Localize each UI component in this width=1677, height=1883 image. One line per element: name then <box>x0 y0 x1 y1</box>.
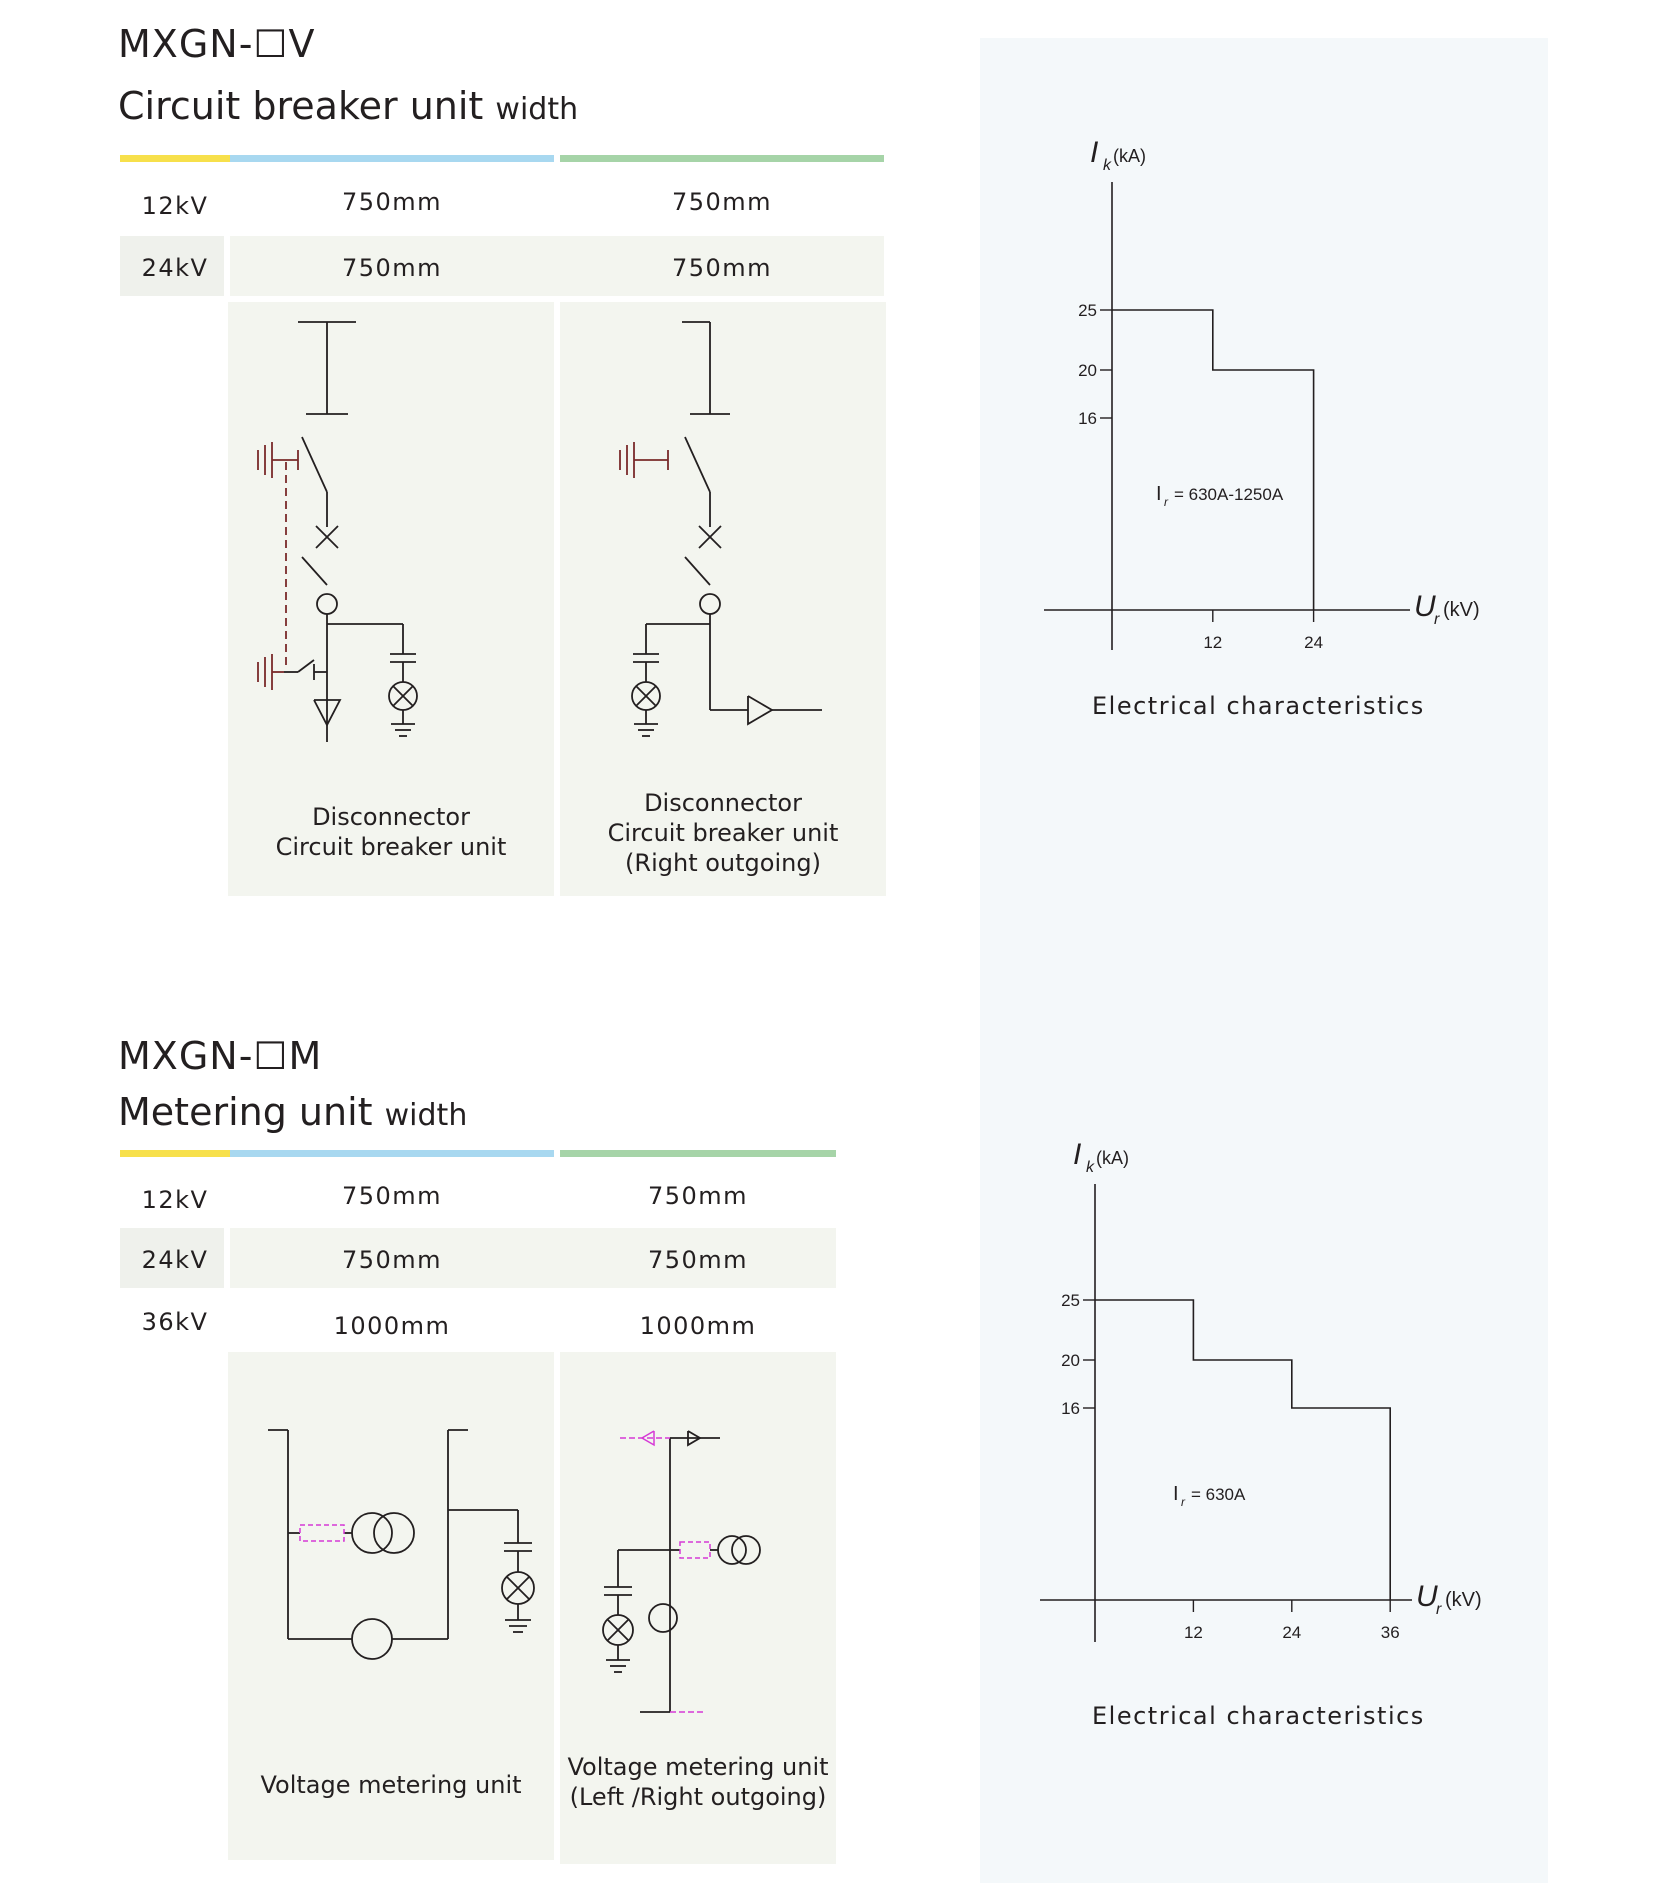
x-tick-label: 24 <box>1282 1623 1301 1642</box>
section1-model: MXGN-☐V <box>118 22 316 66</box>
disconnector-circuit-breaker-diagram <box>257 321 418 742</box>
x-axis-label-unit: (kV) <box>1443 599 1480 621</box>
x-axis-label-unit: (kV) <box>1445 1589 1482 1611</box>
y-tick-label: 16 <box>1061 1399 1080 1418</box>
chart1-caption: Electrical characteristics <box>1092 692 1425 720</box>
s1-row1-col1: 750mm <box>341 188 443 216</box>
s1-row2-voltage: 24kV <box>141 254 209 282</box>
y-tick-label: 25 <box>1061 1291 1080 1310</box>
caption-line: Voltage metering unit <box>260 1771 522 1799</box>
s1-row2-col1: 750mm <box>341 254 443 282</box>
section2-title-suffix: width <box>384 1098 468 1133</box>
s2-unit2-caption: Voltage metering unit (Left /Right outgo… <box>560 1752 836 1812</box>
characteristic-line <box>1112 309 1315 610</box>
s1-unit2-panel <box>560 302 886 896</box>
annotation-text: = 630A <box>1191 1485 1246 1504</box>
color-bar-yellow <box>120 155 230 162</box>
annotation-main: I <box>1156 483 1162 505</box>
y-tick-label: 25 <box>1078 301 1097 320</box>
color-bar-yellow <box>120 1150 230 1157</box>
color-bar-blue <box>230 155 554 162</box>
s2-row2-bg <box>120 1228 224 1288</box>
caption-line: (Right outgoing) <box>625 849 821 877</box>
s1-row1-col2: 750mm <box>671 188 773 216</box>
y-tick-label: 20 <box>1061 1351 1080 1370</box>
characteristics-panel <box>980 38 1548 1883</box>
y-tick-label: 16 <box>1078 409 1097 428</box>
annotation-sub: r <box>1181 1495 1186 1509</box>
caption-line: Disconnector <box>312 803 470 831</box>
chart2-caption: Electrical characteristics <box>1092 1702 1425 1730</box>
y-axis-label-unit: (kA) <box>1096 1148 1129 1168</box>
color-bar-blue <box>230 1150 554 1157</box>
x-tick-label: 12 <box>1184 1623 1203 1642</box>
disconnector-circuit-breaker-right-outgoing-diagram <box>619 321 822 737</box>
x-tick-label: 12 <box>1203 633 1222 650</box>
s2-row2-bg-data <box>230 1228 836 1288</box>
s1-unit1-panel <box>228 302 554 896</box>
s2-unit1-panel <box>228 1352 554 1860</box>
x-axis-label-main: U <box>1414 590 1436 623</box>
s1-row2-bg <box>120 236 224 296</box>
caption-line: Circuit breaker unit <box>607 819 839 847</box>
s1-unit2-caption: Disconnector Circuit breaker unit (Right… <box>560 788 886 878</box>
caption-line: Disconnector <box>644 789 802 817</box>
section2-title-main: Metering unit <box>118 1090 373 1134</box>
s2-row1-voltage: 12kV <box>141 1186 209 1214</box>
characteristic-line <box>1095 1299 1392 1600</box>
s1-row1-voltage: 12kV <box>141 192 209 220</box>
s2-row1-col1: 750mm <box>341 1182 443 1210</box>
s2-unit2-panel <box>560 1352 836 1864</box>
x-tick-label: 36 <box>1381 1623 1400 1642</box>
annotation-main: I <box>1173 1483 1179 1505</box>
y-axis-label-unit: (kA) <box>1113 146 1146 166</box>
y-tick-label: 20 <box>1078 361 1097 380</box>
x-axis-label-sub: r <box>1434 611 1440 628</box>
y-axis-label-sub: k <box>1103 157 1112 174</box>
s2-row1-col2: 750mm <box>647 1182 749 1210</box>
voltage-metering-left-right-outgoing-diagram <box>602 1430 761 1713</box>
s2-row3-col2: 1000mm <box>639 1312 757 1340</box>
x-axis-label-sub: r <box>1436 1601 1442 1618</box>
s2-row2-col1: 750mm <box>341 1246 443 1274</box>
annotation-text: = 630A-1250A <box>1174 485 1284 504</box>
s1-row2-bg-data <box>230 236 884 296</box>
caption-line: (Left /Right outgoing) <box>569 1783 827 1811</box>
caption-line: Circuit breaker unit <box>275 833 507 861</box>
section1-title: Circuit breaker unit width <box>118 84 578 128</box>
section1-title-suffix: width <box>495 92 579 127</box>
y-axis-label-main: I <box>1090 136 1098 169</box>
s2-row3-col1: 1000mm <box>333 1312 451 1340</box>
y-axis-label-sub: k <box>1086 1159 1095 1176</box>
s2-row2-voltage: 24kV <box>141 1246 209 1274</box>
y-axis-label-main: I <box>1073 1138 1081 1171</box>
caption-line: Voltage metering unit <box>567 1753 829 1781</box>
color-bar-green <box>560 155 884 162</box>
s2-row3-voltage: 36kV <box>141 1308 209 1336</box>
x-tick-label: 24 <box>1304 633 1323 650</box>
s2-unit1-caption: Voltage metering unit <box>228 1770 554 1800</box>
s1-row2-col2: 750mm <box>671 254 773 282</box>
s2-row2-col2: 750mm <box>647 1246 749 1274</box>
section2-title: Metering unit width <box>118 1090 467 1134</box>
section1-title-main: Circuit breaker unit <box>118 84 484 128</box>
color-bar-green <box>560 1150 836 1157</box>
s1-unit1-caption: Disconnector Circuit breaker unit <box>228 802 554 862</box>
voltage-metering-unit-diagram <box>268 1429 535 1660</box>
annotation-sub: r <box>1164 495 1169 509</box>
x-axis-label-main: U <box>1416 1580 1438 1613</box>
section2-model: MXGN-☐M <box>118 1034 323 1078</box>
